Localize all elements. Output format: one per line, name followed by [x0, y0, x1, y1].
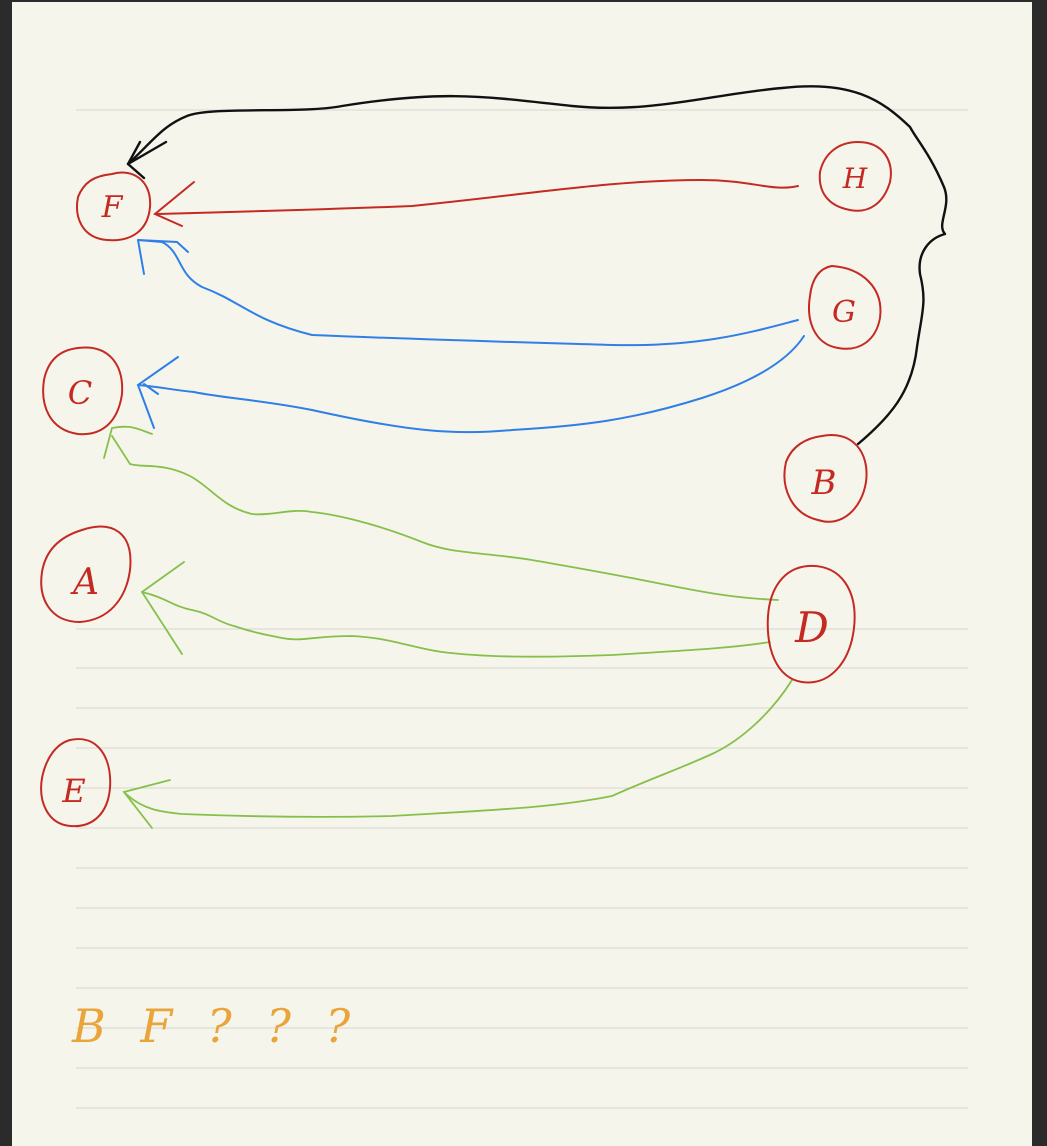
edge-b-to-f-arrowhead — [126, 140, 168, 180]
edge-b-to-f — [126, 85, 948, 446]
edge-g-to-c — [136, 335, 805, 434]
node-d: D — [766, 564, 856, 684]
node-c-label: C — [68, 374, 92, 412]
node-f: F — [76, 171, 152, 242]
edge-g-to-f-arrowhead — [137, 239, 189, 275]
edge-d-to-e-arrowhead — [122, 779, 171, 829]
node-d-label: D — [794, 603, 829, 652]
edge-d-to-a — [140, 561, 771, 658]
node-g: G — [808, 264, 882, 350]
handwritten-note: B F ? ? ? — [71, 999, 360, 1053]
edge-d-to-c — [103, 425, 779, 601]
node-a-label: A — [70, 562, 99, 603]
diagram-canvas: F H G C B A D E — [40, 85, 968, 1109]
node-h: H — [818, 140, 892, 212]
edge-h-to-f — [153, 178, 799, 227]
edge-h-to-f-arrowhead — [153, 181, 195, 227]
node-e-label: E — [61, 772, 85, 810]
ruled-lines — [76, 109, 968, 1109]
node-b-label: B — [811, 463, 837, 503]
node-g-label: G — [832, 295, 856, 330]
node-a: A — [40, 525, 132, 624]
notebook-page: F H G C B A D E — [12, 2, 1032, 1146]
node-b: B — [783, 434, 868, 523]
edge-d-to-a-arrowhead — [140, 561, 185, 655]
note-text: B F ? ? ? — [71, 999, 360, 1053]
edge-g-to-f — [137, 239, 799, 347]
node-c: C — [42, 346, 124, 436]
node-h-label: H — [842, 162, 868, 195]
node-e: E — [40, 738, 112, 828]
edge-g-to-c-arrowhead — [136, 356, 179, 429]
node-f-label: F — [101, 190, 124, 225]
edge-d-to-e — [122, 679, 793, 829]
edge-d-to-c-arrowhead — [103, 425, 153, 459]
